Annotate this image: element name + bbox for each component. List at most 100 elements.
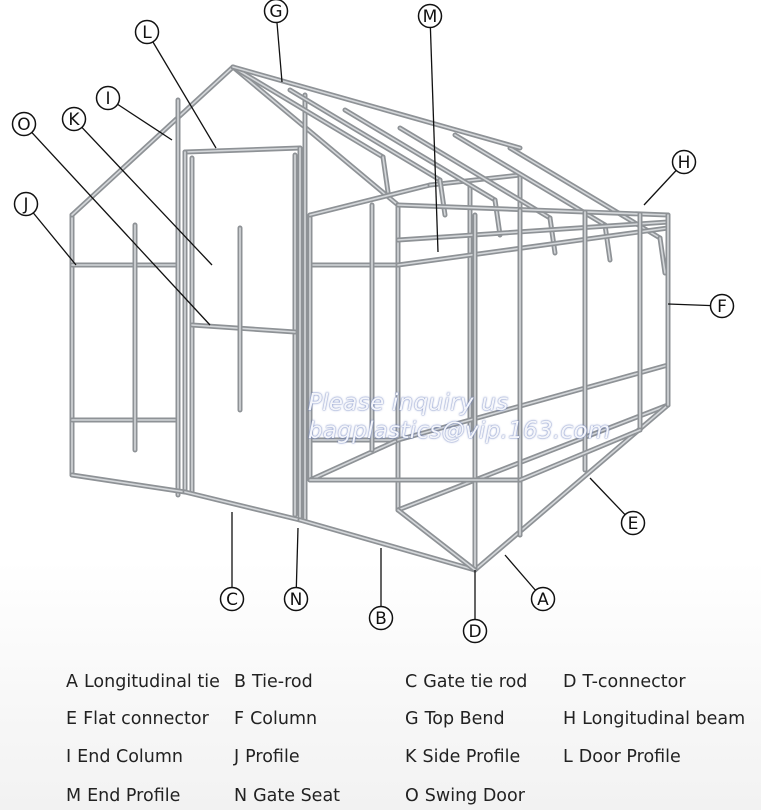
- callout-letter-i: I: [105, 89, 110, 109]
- callout-a: A: [530, 586, 556, 612]
- legend-label: Top Bend: [424, 709, 505, 729]
- front-base-rail: [69, 472, 188, 495]
- callout-j: J: [13, 191, 39, 217]
- callout-k: K: [61, 106, 87, 132]
- callout-letter-e: E: [628, 514, 639, 534]
- callout-h: H: [671, 149, 697, 175]
- greenhouse-frame: [69, 64, 671, 573]
- side-profile: [395, 219, 671, 243]
- legend-label: Longitudinal beam: [582, 709, 746, 729]
- legend-key: F: [234, 709, 245, 729]
- door-gate-tie-rod: [182, 489, 303, 523]
- legend-key: G: [405, 709, 419, 729]
- top-bend: [342, 107, 498, 203]
- legend-key: N: [234, 786, 248, 806]
- legend-label: Side Profile: [422, 747, 521, 767]
- watermark-line-1: Please inquiry us: [308, 390, 509, 416]
- leader-line-k: [73, 118, 213, 266]
- back-end-frame: [307, 437, 401, 483]
- callout-l: L: [134, 19, 160, 45]
- legend-label: T-connector: [582, 672, 686, 692]
- legend-label: Tie-rod: [252, 672, 313, 692]
- legend-key: O: [405, 786, 419, 806]
- legend-key: J: [234, 747, 240, 767]
- callout-letter-o: O: [17, 115, 30, 135]
- legend-label: Swing Door: [424, 786, 525, 806]
- legend-key: I: [66, 747, 72, 767]
- legend-label: Profile: [245, 747, 300, 767]
- ridge-beam: [230, 64, 523, 151]
- longitudinal-beam: [395, 202, 671, 218]
- legend-key: H: [563, 709, 577, 729]
- legend-label: Flat connector: [83, 709, 209, 729]
- top-bend: [657, 235, 668, 276]
- leader-line-j: [25, 203, 77, 266]
- swing-door-rail: [189, 322, 298, 335]
- callout-g: G: [263, 0, 289, 24]
- callout-letter-n: N: [290, 590, 303, 610]
- back-base-rail: [517, 427, 643, 483]
- back-end-frame: [427, 172, 523, 188]
- top-bend: [287, 87, 443, 183]
- legend-key: M: [66, 786, 82, 806]
- front-end-frame: [69, 64, 236, 218]
- legend-label: Gate Seat: [253, 786, 341, 806]
- side-lower-profile: [395, 362, 671, 443]
- legend-label: End Profile: [87, 786, 181, 806]
- legend-key: B: [234, 672, 247, 692]
- watermark-line-2: bagplastics@vip.163.com: [308, 418, 611, 444]
- legend-label: Column: [250, 709, 318, 729]
- callout-f: F: [709, 293, 735, 319]
- callout-o: O: [11, 111, 37, 137]
- callout-i: I: [95, 85, 121, 111]
- front-base-rail: [297, 517, 478, 573]
- top-bend: [547, 215, 558, 256]
- legend-key: L: [563, 747, 573, 767]
- callout-letter-f: F: [717, 297, 727, 317]
- legend-label: Door Profile: [578, 747, 681, 767]
- callout-letter-g: G: [269, 2, 282, 22]
- callout-c: C: [219, 586, 245, 612]
- top-bend: [380, 154, 391, 195]
- legend-key: E: [66, 709, 78, 729]
- back-end-frame: [307, 182, 433, 218]
- legend-key: C: [405, 672, 418, 692]
- legend-label: End Column: [77, 747, 184, 767]
- leader-line-o: [23, 123, 211, 326]
- door-profile-top: [182, 145, 303, 155]
- callout-letter-a: A: [537, 590, 549, 610]
- legend-key: K: [405, 747, 417, 767]
- top-bend: [397, 125, 553, 221]
- callout-letter-l: L: [142, 23, 152, 43]
- legend-key: D: [563, 672, 577, 692]
- leader-line-i: [107, 97, 173, 141]
- callout-n: N: [283, 586, 309, 612]
- leader-line-m: [429, 15, 439, 253]
- top-bend: [602, 222, 613, 263]
- callout-letter-d: D: [468, 622, 481, 642]
- legend-key: A: [66, 672, 78, 692]
- callout-letter-k: K: [68, 110, 80, 130]
- legend-label: Longitudinal tie: [83, 672, 220, 692]
- callout-e: E: [620, 510, 646, 536]
- top-bend: [492, 197, 503, 238]
- longitudinal-beam: [395, 225, 671, 268]
- callout-letter-b: B: [375, 609, 387, 629]
- base-tie: [395, 507, 478, 573]
- callout-d: D: [462, 618, 488, 644]
